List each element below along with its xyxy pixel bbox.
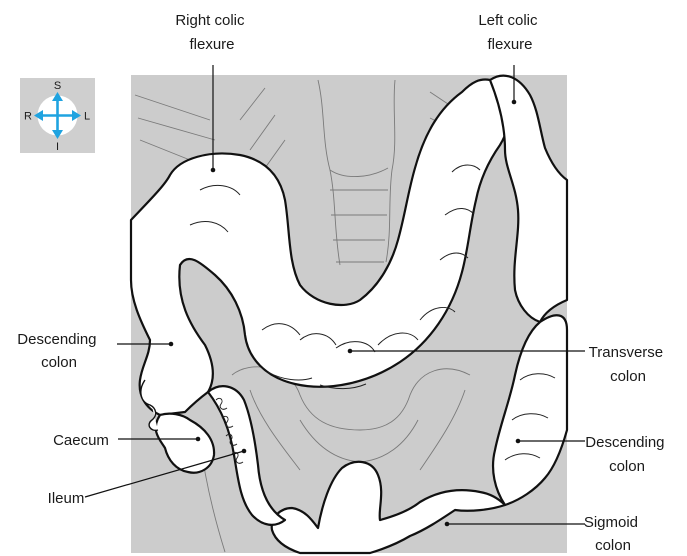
orientation-compass: S I R L (20, 78, 95, 153)
compass-superior-label: S (54, 80, 61, 92)
label-right-colic-flexure: Right colic flexure (175, 12, 248, 53)
label-descending-colon-left: Descending colon (17, 331, 100, 371)
label-descending-colon-left-line2: colon (41, 354, 77, 371)
label-left-colic-flexure-line1: Left colic (478, 12, 538, 29)
label-descending-colon-right-line2: colon (609, 458, 645, 475)
label-left-colic-flexure: Left colic flexure (478, 12, 541, 53)
compass-right-label: R (24, 111, 32, 123)
label-sigmoid-colon-line1: Sigmoid (584, 514, 638, 531)
label-descending-colon-right-line1: Descending (585, 434, 664, 451)
label-transverse-colon-line1: Transverse (589, 344, 663, 361)
label-sigmoid-colon-line2: colon (595, 537, 631, 554)
label-sigmoid-colon: Sigmoid colon (584, 514, 642, 554)
label-right-colic-flexure-line1: Right colic (175, 12, 245, 29)
label-right-colic-flexure-line2: flexure (189, 36, 234, 53)
compass-inferior-label: I (56, 141, 59, 153)
label-left-colic-flexure-line2: flexure (487, 36, 532, 53)
label-transverse-colon-line2: colon (610, 368, 646, 385)
label-caecum-line1: Caecum (53, 432, 109, 449)
label-caecum: Caecum (53, 432, 109, 449)
compass-left-label: L (84, 111, 90, 123)
label-descending-colon-left-line1: Descending (17, 331, 96, 348)
label-transverse-colon: Transverse colon (589, 344, 668, 385)
label-ileum-line1: Ileum (48, 490, 85, 507)
label-ileum: Ileum (48, 490, 85, 507)
label-descending-colon-right: Descending colon (585, 434, 668, 475)
